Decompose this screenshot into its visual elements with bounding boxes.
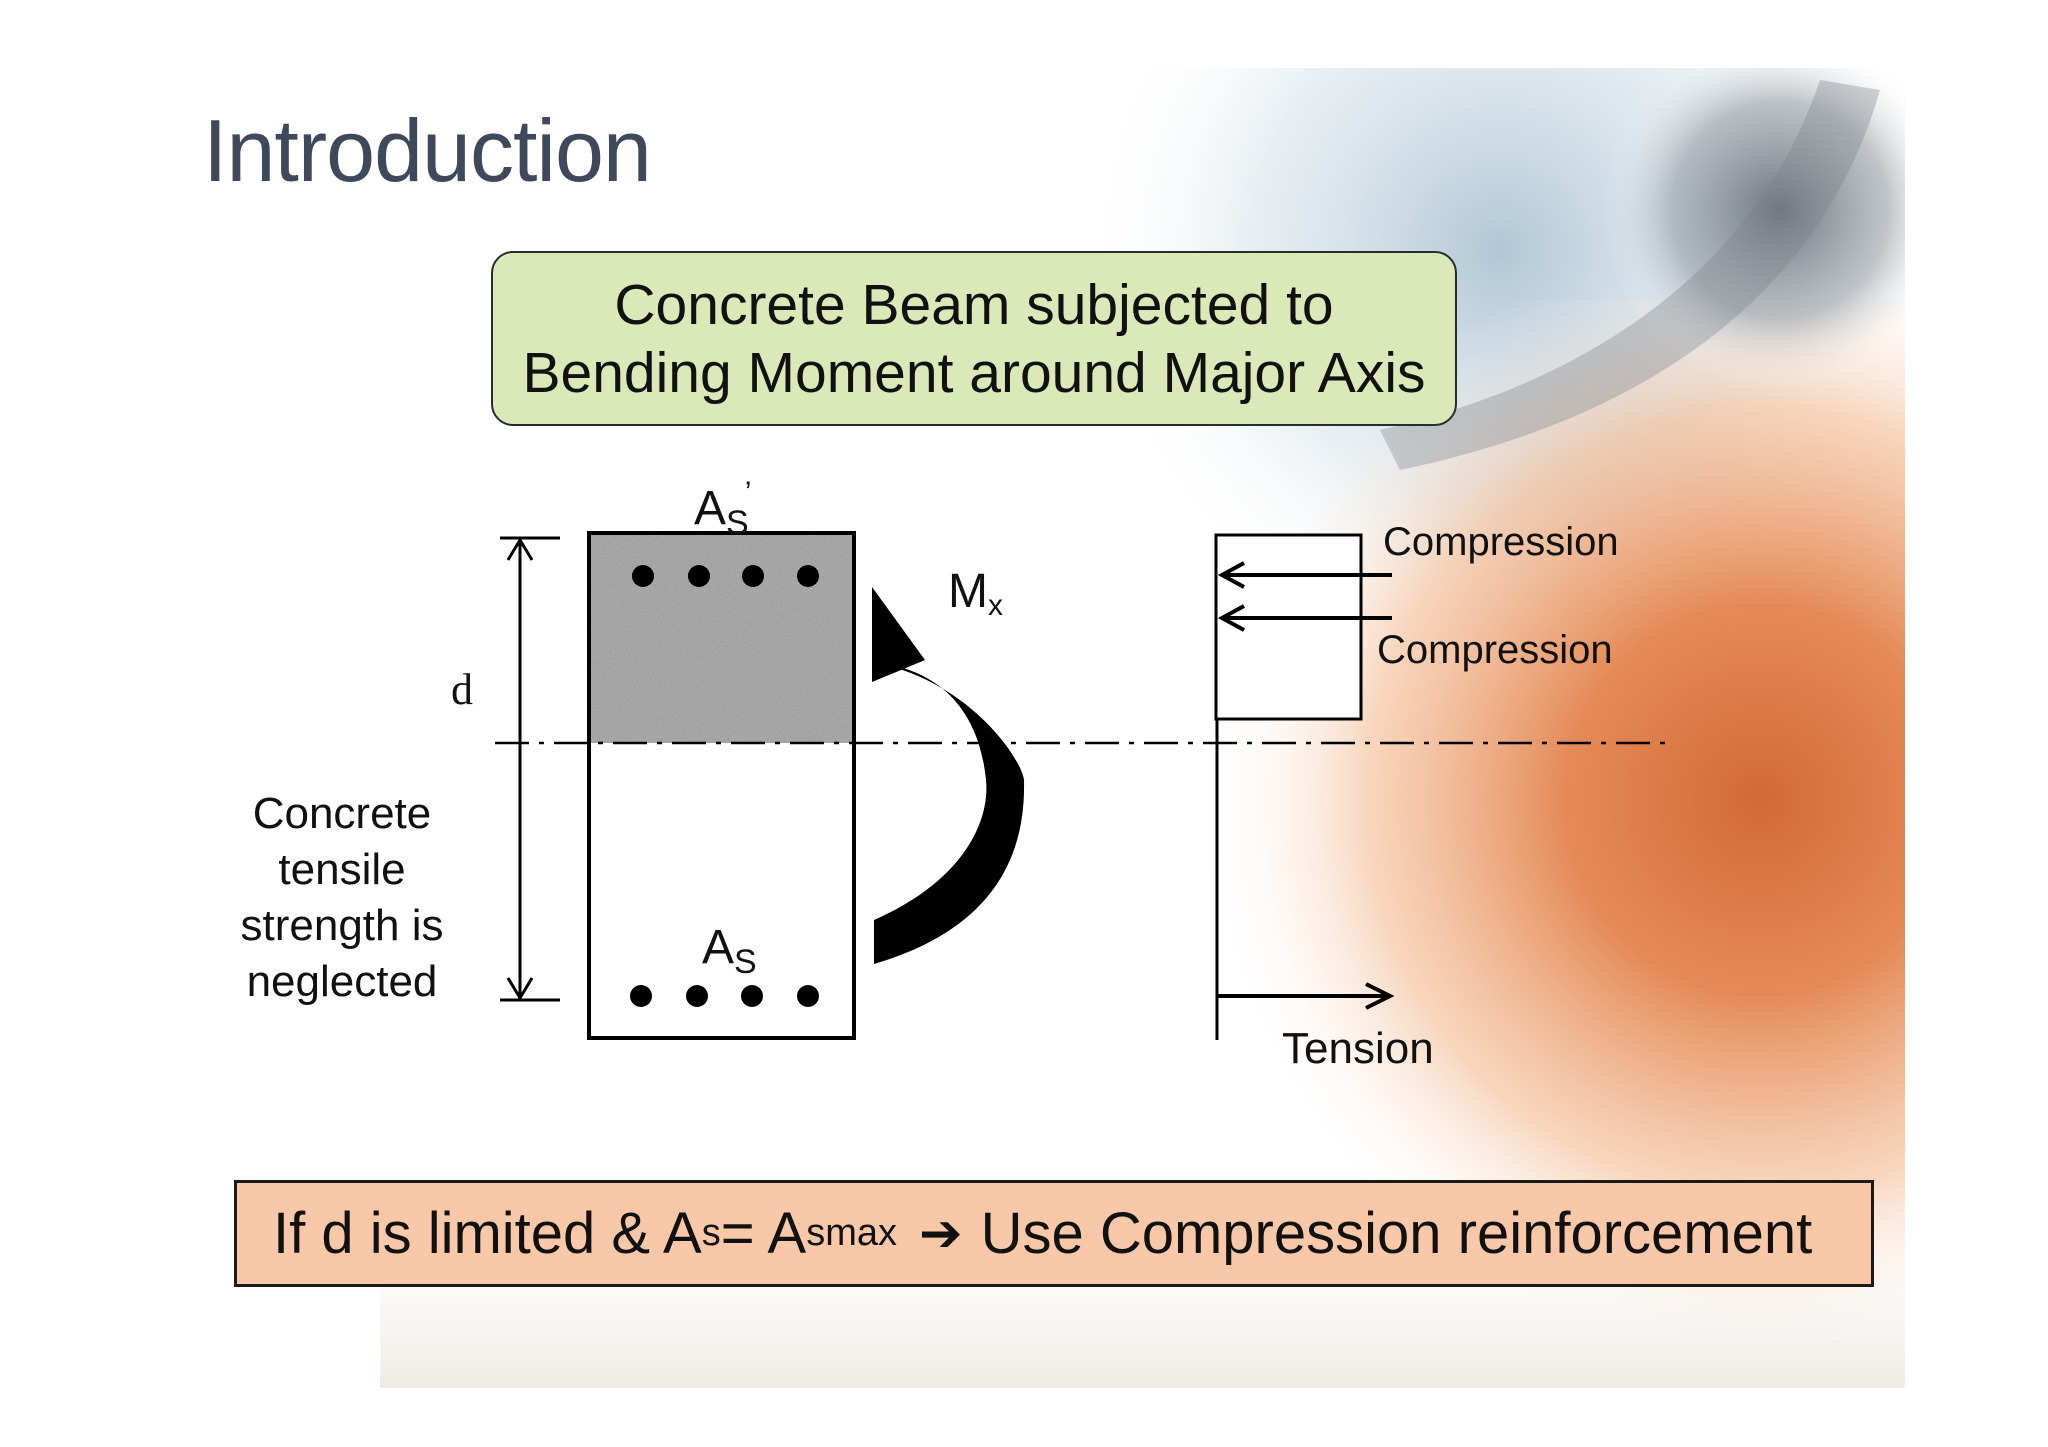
bottom-rebar: [686, 985, 708, 1007]
bottom-steel-label: AS: [702, 920, 757, 982]
bottom-rebar: [630, 985, 652, 1007]
depth-arrow-top: [506, 537, 534, 561]
side-note-line-3: strength is: [240, 901, 444, 950]
bottom-rebar: [741, 985, 763, 1007]
top-rebar: [742, 565, 764, 587]
heading-box: Concrete Beam subjected to Bending Momen…: [491, 251, 1457, 426]
moment-arrow-head: [872, 587, 925, 682]
bottom-steel-label-main: A: [702, 921, 735, 974]
compression-arrow-concrete-head: [1217, 561, 1245, 589]
moment-arrow: [872, 662, 1025, 964]
heading-line-2: Bending Moment around Major Axis: [522, 340, 1426, 405]
bottom-steel-label-sub: S: [734, 943, 757, 981]
top-steel-label: AS’: [694, 476, 751, 543]
compression-arrow-steel-head: [1217, 604, 1245, 632]
moment-label: Mx: [948, 564, 1003, 623]
beam-section-outline: [587, 531, 856, 1040]
tension-arrow-head: [1365, 982, 1395, 1010]
slide-title: Introduction: [203, 101, 652, 200]
depth-arrow-bottom: [506, 977, 534, 1001]
note-sub-2: smax: [806, 1212, 897, 1254]
top-steel-label-sub: S: [726, 504, 749, 542]
compression-label-concrete: Compression: [1383, 520, 1619, 564]
top-rebar: [688, 565, 710, 587]
top-rebar: [797, 565, 819, 587]
right-arrow-icon: ➔: [919, 1203, 963, 1264]
depth-label: d: [451, 665, 473, 714]
note-part-3: Use Compression reinforcement: [980, 1201, 1813, 1266]
tension-label: Tension: [1282, 1024, 1434, 1073]
moment-label-sub: x: [987, 589, 1003, 622]
note-sub-1: s: [701, 1212, 721, 1254]
side-note-line-4: neglected: [246, 957, 438, 1006]
heading-line-1: Concrete Beam subjected to: [614, 272, 1334, 337]
side-note-line-2: tensile: [278, 845, 406, 894]
side-note-line-1: Concrete: [252, 789, 432, 838]
side-note: Concrete tensile strength is neglected: [222, 786, 462, 1010]
compression-label-steel: Compression: [1377, 628, 1613, 672]
top-steel-label-main: A: [694, 482, 727, 535]
top-rebar: [632, 565, 654, 587]
moment-label-main: M: [948, 565, 988, 618]
note-part-1: If d is limited & A: [273, 1201, 702, 1266]
top-steel-label-prime: ’: [744, 476, 752, 509]
note-part-2: = A: [720, 1201, 807, 1266]
bottom-rebar: [797, 985, 819, 1007]
